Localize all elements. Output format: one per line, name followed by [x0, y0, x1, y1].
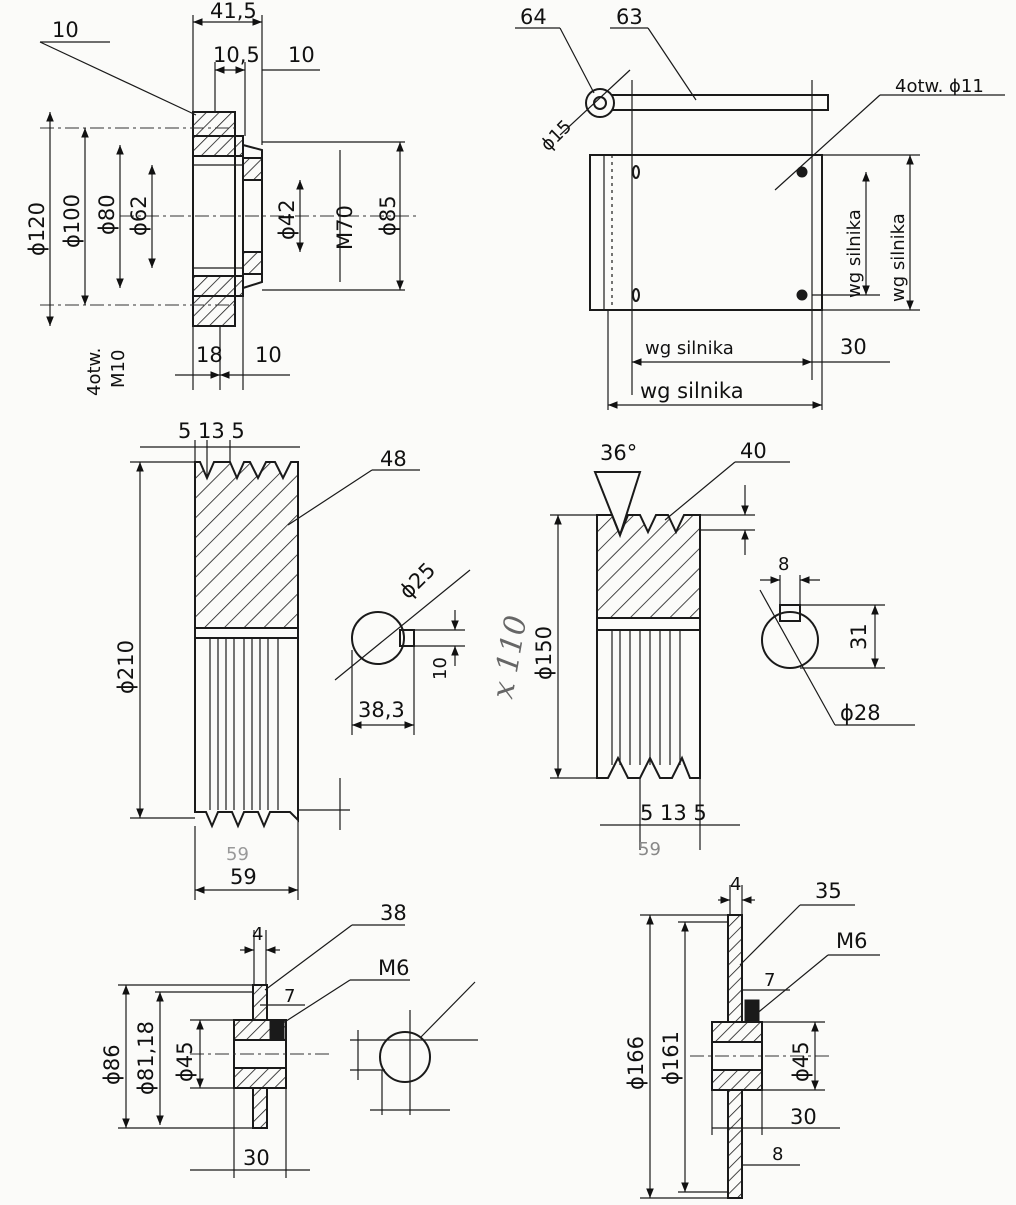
d5-dim-4: 4: [252, 924, 263, 945]
d1-dim-10-5: 10,5: [213, 43, 260, 67]
d5-part-no: 38: [380, 901, 407, 925]
d2-wg-silnika-1: wg silnika: [844, 209, 865, 298]
handwritten-annotation: x 110: [485, 613, 534, 702]
d4-bottom-widths: 5 13 5: [640, 801, 707, 825]
d1-part-no: 10: [52, 18, 79, 42]
flange-top-section: [192, 111, 236, 137]
d5-dim-7: 7: [284, 986, 295, 1007]
hinge-circle: [585, 88, 615, 118]
pulley-section-hatched: [194, 461, 299, 629]
d4-part-no: 40: [740, 439, 767, 463]
d1-dim-10-top: 10: [288, 43, 315, 67]
d3-part-no: 48: [380, 447, 407, 471]
d4-dim-d150: ϕ150: [532, 626, 556, 680]
d6-dim-d161: ϕ161: [659, 1031, 683, 1085]
d6-dim-7: 7: [764, 970, 775, 991]
d1-dim-41-5: 41,5: [210, 0, 257, 23]
d2-part-no-rod: 63: [616, 5, 643, 29]
d1-dim-d80: ϕ80: [95, 194, 119, 235]
d6-dim-d45: ϕ45: [789, 1041, 813, 1082]
d1-dim-10-bottom: 10: [255, 343, 282, 367]
d1-dim-d85: ϕ85: [376, 195, 400, 236]
d4-dim-d28: ϕ28: [840, 701, 881, 725]
flange-bottom-section: [192, 295, 236, 327]
d6-dim-30: 30: [790, 1105, 817, 1129]
d6-part-no: 35: [815, 879, 842, 903]
keyway-circle-25: [351, 611, 405, 665]
d6-dim-8: 8: [772, 1144, 783, 1165]
d1-dim-d62: ϕ62: [127, 195, 151, 236]
drawing-6-thin-pulley: [640, 885, 880, 1199]
d2-wg-silnika-2: wg silnika: [888, 213, 909, 302]
drawing-2-motor-plate: [515, 27, 1005, 410]
d3-dim-38-3: 38,3: [358, 698, 405, 722]
keyway-circle-28: [761, 611, 819, 669]
d2-wg-silnika-4: wg silnika: [640, 379, 744, 403]
d1-holes-line1: 4otw.: [84, 348, 105, 396]
d1-dim-d42: ϕ42: [275, 199, 299, 240]
d1-dim-d120: ϕ120: [25, 202, 49, 256]
d2-part-no-hinge: 64: [520, 5, 547, 29]
d4-dim-31: 31: [847, 623, 871, 650]
d2-dim-d15: ϕ15: [537, 116, 576, 155]
d3-dim-10: 10: [430, 657, 451, 680]
d6-thread: M6: [836, 929, 867, 953]
d3-dim-d210: ϕ210: [114, 640, 138, 694]
d3-dim-59: 59: [230, 865, 257, 889]
d5-dim-d45: ϕ45: [173, 1041, 197, 1082]
thin-disc-bottom: [727, 1089, 743, 1199]
d4-dim-59: 59: [638, 839, 661, 860]
d6-dim-4: 4: [730, 874, 741, 895]
d5-dim-30: 30: [243, 1146, 270, 1170]
d1-dim-d100: ϕ100: [60, 194, 84, 248]
d3-dim-59-hidden: 59: [226, 844, 249, 865]
drawing-5-small-pulley: [118, 924, 478, 1178]
d2-holes-11: 4otw. ϕ11: [895, 76, 984, 97]
motor-plate-outline: [589, 154, 823, 311]
pulley2-section-hatched: [596, 514, 701, 619]
d1-holes-line2: M10: [108, 350, 129, 388]
d5-dim-d81-18: ϕ81,18: [134, 1021, 158, 1095]
d1-dim-18: 18: [196, 343, 223, 367]
drawing-1-flange-hub: [39, 15, 420, 390]
d5-dim-d86: ϕ86: [100, 1044, 124, 1085]
d3-dim-d25: ϕ25: [395, 558, 441, 604]
d5-thread: M6: [378, 956, 409, 980]
d3-top-widths: 5 13 5: [178, 419, 245, 443]
d2-wg-silnika-3: wg silnika: [645, 338, 734, 359]
d1-dim-m70: M70: [333, 205, 357, 250]
d4-angle-36: 36°: [600, 441, 637, 465]
drawing-4-pulley: [550, 461, 915, 850]
d4-dim-8: 8: [778, 554, 789, 575]
d2-dim-30: 30: [840, 335, 867, 359]
thin-disc-top: [727, 914, 743, 1023]
drawing-3-pulley: [130, 440, 471, 900]
d6-dim-d166: ϕ166: [624, 1036, 648, 1090]
